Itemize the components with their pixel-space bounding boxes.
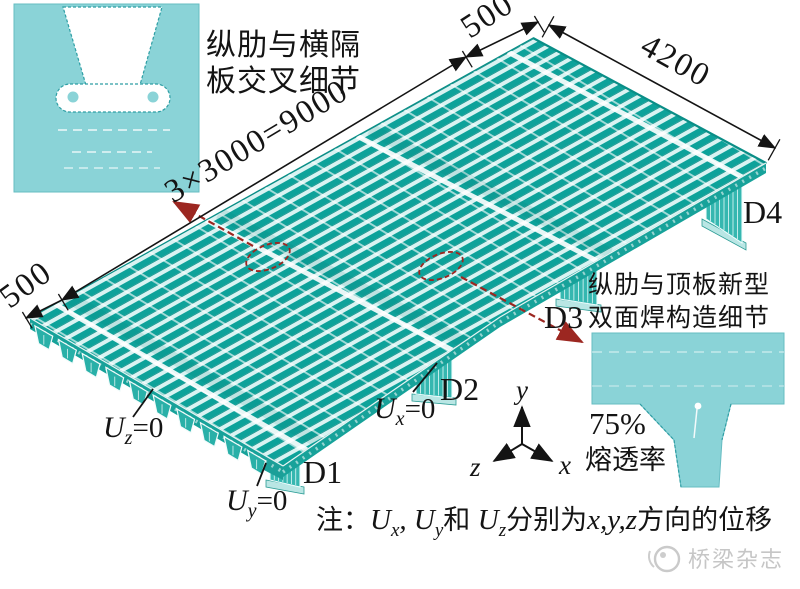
label-d2: D2: [440, 371, 479, 407]
callout-rib-diaphragm-line1: 纵肋与横隔: [206, 29, 361, 62]
label-d1: D1: [303, 454, 342, 490]
diaphragm-plates: [265, 184, 747, 495]
u-rib-end: [34, 324, 54, 351]
u-rib-end: [152, 393, 172, 420]
weld-curl-left: [67, 91, 79, 103]
callout-weld-line2: 双面焊构造细节: [588, 304, 770, 332]
dim-500-top: 500: [454, 0, 520, 46]
u-rib-end: [81, 352, 101, 379]
diaphragm-labels: D1 D2 D3 D4: [303, 194, 782, 490]
dim-line-4200: [547, 24, 777, 149]
boundary-conditions: Uz=0 Ux=0 Uy=0: [103, 362, 438, 522]
weld-curl-right: [147, 91, 159, 103]
u-rib-end: [104, 366, 125, 393]
penetration-value: 75%: [589, 406, 646, 441]
weld-cross-section: [591, 332, 785, 488]
penetration-label: 熔透率: [585, 445, 666, 475]
callout-weld-line1: 纵肋与顶板新型: [588, 271, 770, 299]
label-d4: D4: [743, 194, 782, 230]
axis-y-label: y: [513, 375, 528, 405]
bc-uy: Uy=0: [226, 484, 287, 522]
diaphragm-d3: [555, 268, 602, 313]
axis-x: [521, 443, 554, 462]
axis-z: [492, 442, 523, 462]
dim-line-9000: [60, 56, 468, 301]
brand-logo-icon: [653, 545, 681, 573]
bc-ux: Ux=0: [374, 392, 435, 430]
u-rib-end: [57, 338, 78, 365]
diaphragm-d2: [411, 356, 457, 406]
watermark: 桥梁杂志: [647, 545, 784, 573]
label-d3: D3: [544, 299, 583, 335]
detail-arrow-2: [460, 276, 584, 343]
dim-4200: 4200: [635, 28, 717, 95]
dimension-lines: [21, 15, 781, 329]
inset-weld-detail: 75% 熔透率 纵肋与顶板新型 双面焊构造细节: [585, 271, 785, 488]
axis-x-label: x: [558, 450, 571, 480]
displacement-note: 注：Ux, Uy和 Uz分别为x,y,z方向的位移: [316, 504, 772, 541]
u-rib-end: [175, 407, 196, 434]
brand-name: 桥梁杂志: [688, 547, 784, 572]
axis-z-label: z: [469, 452, 481, 482]
u-rib-cross-sections: [34, 324, 267, 476]
dim-line-500-top: [464, 21, 540, 58]
coordinate-axes: y x z: [469, 375, 571, 482]
u-rib-end: [199, 421, 219, 448]
u-rib-end: [223, 435, 243, 462]
weld-root-gap: [694, 402, 702, 410]
bc-uz: Uz=0: [103, 411, 163, 449]
u-rib-end: [128, 380, 148, 406]
dim-line-500-left: [24, 299, 63, 319]
